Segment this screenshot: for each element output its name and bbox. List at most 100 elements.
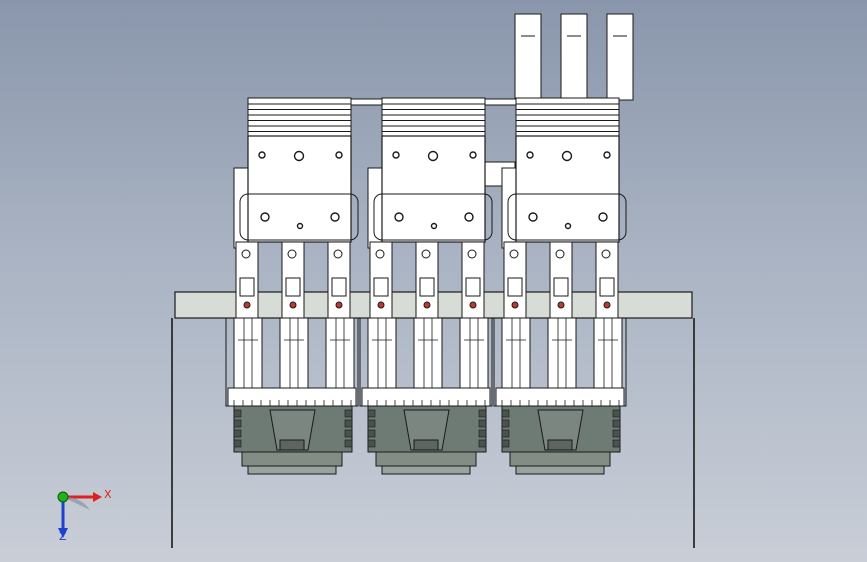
bolt-hole xyxy=(258,151,266,159)
right-cooling-slot xyxy=(344,429,353,438)
left-cooling-slot xyxy=(501,419,510,428)
terminal-strip xyxy=(361,387,491,407)
bolt-hole xyxy=(469,151,477,159)
finger-pivot xyxy=(555,249,565,259)
right-cooling-slot xyxy=(612,419,621,428)
finger-marker xyxy=(511,301,519,309)
motor-base xyxy=(509,451,611,467)
finger-joint xyxy=(331,277,347,297)
bolt-hole xyxy=(430,222,438,230)
right-cooling-slot xyxy=(612,439,621,448)
terminal-strip xyxy=(495,387,625,407)
finger-pivot xyxy=(467,249,477,259)
right-cooling-slot xyxy=(344,409,353,418)
left-cooling-slot xyxy=(367,409,376,418)
gripper-modules xyxy=(225,97,627,475)
motor-foot xyxy=(247,465,337,475)
bolt-hole xyxy=(561,150,573,162)
motor-foot xyxy=(515,465,605,475)
right-cooling-slot xyxy=(478,429,487,438)
bolt-hole xyxy=(464,212,474,222)
housing-frame xyxy=(171,318,695,548)
motor-connector xyxy=(413,439,439,451)
left-cooling-slot xyxy=(233,409,242,418)
finger-marker xyxy=(377,301,385,309)
right-cooling-slot xyxy=(612,409,621,418)
finger-tip xyxy=(413,317,443,391)
bolt-hole xyxy=(427,150,439,162)
finger-tip xyxy=(233,317,263,391)
motor-connector xyxy=(547,439,573,451)
finger-pivot xyxy=(509,249,519,259)
bolt-hole xyxy=(392,151,400,159)
right-cooling-slot xyxy=(478,439,487,448)
z-axis-arrow xyxy=(58,528,68,538)
finger-pivot xyxy=(287,249,297,259)
bolt-hole xyxy=(330,212,340,222)
finger-tip xyxy=(547,317,577,391)
finger-joint xyxy=(599,277,615,297)
finger-joint xyxy=(419,277,435,297)
right-cooling-slot xyxy=(478,419,487,428)
bolt-hole xyxy=(293,150,305,162)
finger-pivot xyxy=(601,249,611,259)
bolt-hole xyxy=(296,222,304,230)
finger-tip xyxy=(279,317,309,391)
block-boss xyxy=(239,193,359,241)
finger-tip xyxy=(593,317,623,391)
guide-rails xyxy=(349,13,634,187)
x-axis-arrow xyxy=(93,492,102,502)
z-axis-label: Z xyxy=(59,530,67,543)
finger-tip xyxy=(459,317,489,391)
finger-joint xyxy=(553,277,569,297)
terminal-strip xyxy=(227,387,357,407)
x-axis-label: X xyxy=(104,488,112,501)
finger-pivot xyxy=(421,249,431,259)
finger-joint xyxy=(285,277,301,297)
motor-base xyxy=(375,451,477,467)
bolt-hole xyxy=(564,222,572,230)
finger-pivot xyxy=(241,249,251,259)
left-cooling-slot xyxy=(367,439,376,448)
finger-joint xyxy=(239,277,255,297)
finger-tip xyxy=(325,317,355,391)
right-cooling-slot xyxy=(612,429,621,438)
bolt-hole xyxy=(603,151,611,159)
bolt-hole xyxy=(335,151,343,159)
finger-marker xyxy=(423,301,431,309)
bolt-hole xyxy=(394,212,404,222)
y-axis-dot xyxy=(57,491,69,503)
finger-marker xyxy=(603,301,611,309)
gripper-module-1 xyxy=(225,97,359,475)
bolt-hole xyxy=(260,212,270,222)
block-boss xyxy=(507,193,627,241)
motor-connector xyxy=(279,439,305,451)
finger-marker xyxy=(557,301,565,309)
finger-marker xyxy=(289,301,297,309)
motor-base xyxy=(241,451,343,467)
finger-marker xyxy=(469,301,477,309)
axis-triad: X Z xyxy=(57,488,112,543)
bolt-hole xyxy=(598,212,608,222)
bolt-hole xyxy=(526,151,534,159)
gripper-module-3 xyxy=(493,97,627,475)
left-cooling-slot xyxy=(367,429,376,438)
bolt-hole xyxy=(528,212,538,222)
left-cooling-slot xyxy=(233,419,242,428)
left-cooling-slot xyxy=(501,409,510,418)
finger-tip xyxy=(367,317,397,391)
finger-joint xyxy=(465,277,481,297)
right-cooling-slot xyxy=(478,409,487,418)
triad-sphere xyxy=(63,496,90,510)
motor-foot xyxy=(381,465,471,475)
left-cooling-slot xyxy=(501,429,510,438)
finger-marker xyxy=(243,301,251,309)
right-cooling-slot xyxy=(344,439,353,448)
right-cooling-slot xyxy=(344,419,353,428)
gripper-module-2 xyxy=(359,97,493,475)
block-boss xyxy=(373,193,493,241)
finger-pivot xyxy=(333,249,343,259)
left-cooling-slot xyxy=(233,439,242,448)
